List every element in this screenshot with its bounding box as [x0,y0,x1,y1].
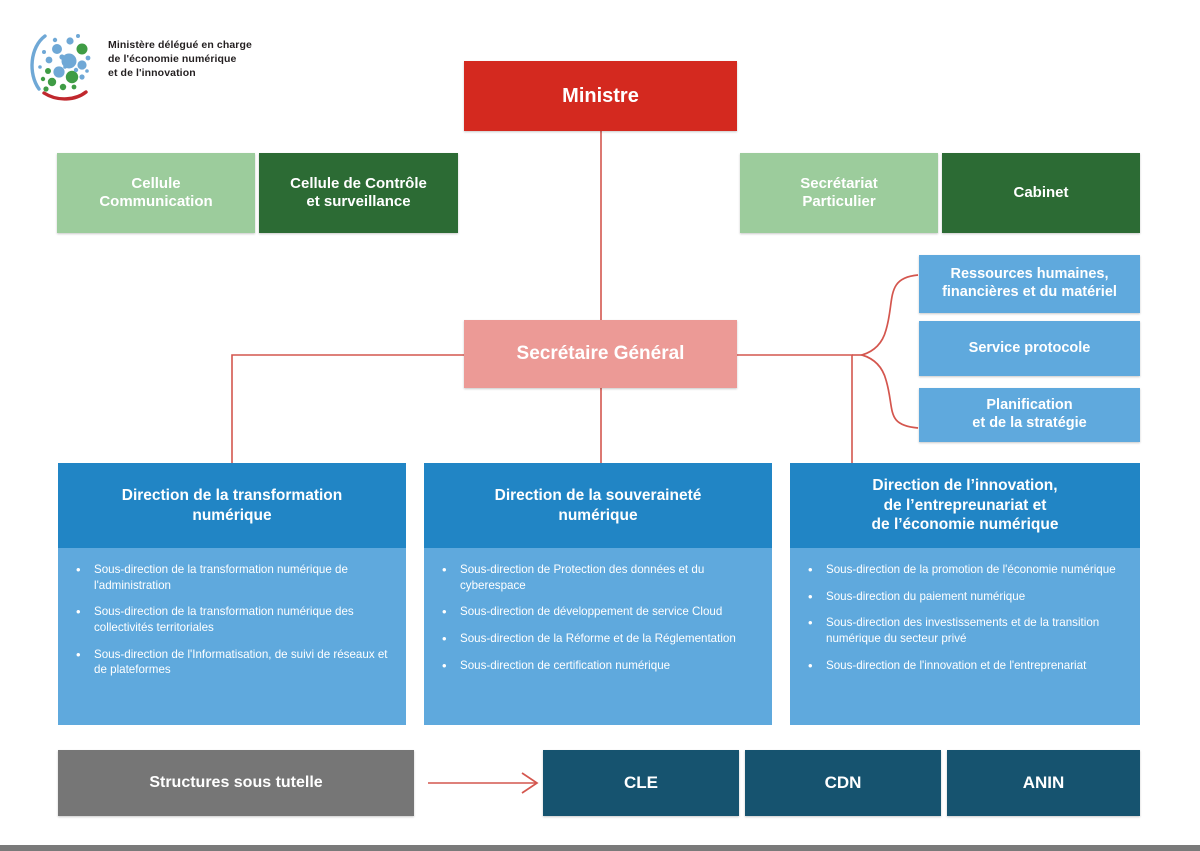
node-secretariat-particulier[interactable]: Secrétariat Particulier [740,153,938,233]
node-service-planification-label: Planification et de la stratégie [972,397,1086,432]
direction-column-souverainete-numerique: Direction de la souveraineté numérique S… [424,463,772,725]
logo-text-line-1: Ministère délégué en charge [108,39,252,51]
list-item[interactable]: Sous-direction des investissements et de… [796,614,1130,646]
cellule-communication-line-1: Cellule [131,174,181,192]
cellule-communication-line-2: Communication [99,193,213,210]
direction-1-subdirections: Sous-direction de la transformation numé… [58,548,406,725]
node-service-protocole[interactable]: Service protocole [919,321,1140,376]
direction-column-transformation-numerique: Direction de la transformation numérique… [58,463,406,725]
list-item[interactable]: Sous-direction de la transformation numé… [64,603,396,635]
node-agency-anin[interactable]: ANIN [947,750,1140,816]
direction-3-title: Direction de l’innovation, de l’entrepre… [872,476,1059,535]
list-item[interactable]: Sous-direction de développement de servi… [430,603,762,620]
list-item[interactable]: Sous-direction de Protection des données… [430,561,762,593]
list-item[interactable]: Sous-direction de l'innovation et de l'e… [796,657,1130,674]
node-cellule-communication-label: Cellule Communication [99,175,212,212]
ministry-logo: Ministère délégué en charge de l'économi… [24,27,314,105]
direction-header-innovation[interactable]: Direction de l’innovation, de l’entrepre… [790,463,1140,548]
direction-3-title-line-2: de l’entrepreunariat et [883,496,1047,514]
list-item[interactable]: Sous-direction de l'Informatisation, de … [64,646,396,678]
list-item[interactable]: Sous-direction de la Réforme et de la Ré… [430,630,762,647]
direction-2-subdirections: Sous-direction de Protection des données… [424,548,772,725]
node-structures-sous-tutelle-label: Structures sous tutelle [149,774,323,792]
ministry-logo-text: Ministère délégué en charge de l'économi… [108,39,308,81]
node-agency-cle[interactable]: CLE [543,750,739,816]
service-planification-line-2: et de la stratégie [972,415,1087,431]
secretariat-line-2: Particulier [802,193,876,210]
list-item[interactable]: Sous-direction de la transformation numé… [64,561,396,593]
node-cellule-communication[interactable]: Cellule Communication [57,153,255,233]
direction-2-title-line-1: Direction de la souveraineté [494,486,702,504]
ministry-logo-mark [30,34,91,101]
direction-header-transformation-numerique[interactable]: Direction de la transformation numérique [58,463,406,548]
node-cellule-controle-label: Cellule de Contrôle et surveillance [290,175,427,212]
node-secretaire-general[interactable]: Secrétaire Général [464,320,737,388]
node-secretariat-particulier-label: Secrétariat Particulier [800,175,878,212]
list-item[interactable]: Sous-direction du paiement numérique [796,588,1130,605]
direction-2-title-line-2: numérique [558,506,638,524]
node-service-planification[interactable]: Planification et de la stratégie [919,388,1140,442]
list-item[interactable]: Sous-direction de certification numériqu… [430,657,762,674]
direction-3-subdirections: Sous-direction de la promotion de l'écon… [790,548,1140,725]
direction-2-title: Direction de la souveraineté numérique [495,486,702,526]
cellule-controle-line-2: et surveillance [306,193,411,210]
cellule-controle-line-1: Cellule de Contrôle [290,174,427,192]
direction-header-souverainete-numerique[interactable]: Direction de la souveraineté numérique [424,463,772,548]
direction-1-title-line-1: Direction de la transformation [121,486,343,504]
service-rh-line-2: financières et du matériel [942,284,1117,300]
list-item[interactable]: Sous-direction de la promotion de l'écon… [796,561,1130,578]
node-secretaire-general-label: Secrétaire Général [516,343,685,365]
service-rh-line-1: Ressources humaines, [950,266,1109,283]
direction-3-title-line-3: de l’économie numérique [871,516,1059,534]
secretariat-line-1: Secrétariat [800,174,878,192]
node-service-ressources-humaines[interactable]: Ressources humaines, financières et du m… [919,255,1140,313]
direction-3-title-line-1: Direction de l’innovation, [872,476,1058,494]
service-planification-line-1: Planification [986,397,1073,414]
direction-column-innovation: Direction de l’innovation, de l’entrepre… [790,463,1140,725]
node-ministre[interactable]: Ministre [464,61,737,131]
direction-1-title-line-2: numérique [192,506,272,524]
footer-bar [0,845,1200,851]
logo-text-line-3: et de l'innovation [108,66,196,79]
node-service-protocole-label: Service protocole [968,339,1091,356]
node-agency-anin-label: ANIN [1022,772,1065,792]
direction-1-title: Direction de la transformation numérique [122,486,342,526]
node-cabinet-label: Cabinet [1013,183,1069,201]
node-agency-cle-label: CLE [624,772,658,792]
node-cellule-controle[interactable]: Cellule de Contrôle et surveillance [259,153,458,233]
node-agency-cdn[interactable]: CDN [745,750,941,816]
node-service-ressources-humaines-label: Ressources humaines, financières et du m… [942,266,1117,301]
logo-text-line-2: de l'économie numérique [108,52,237,65]
node-agency-cdn-label: CDN [824,772,862,792]
node-structures-sous-tutelle[interactable]: Structures sous tutelle [58,750,414,816]
node-cabinet[interactable]: Cabinet [942,153,1140,233]
node-ministre-label: Ministre [562,84,639,107]
